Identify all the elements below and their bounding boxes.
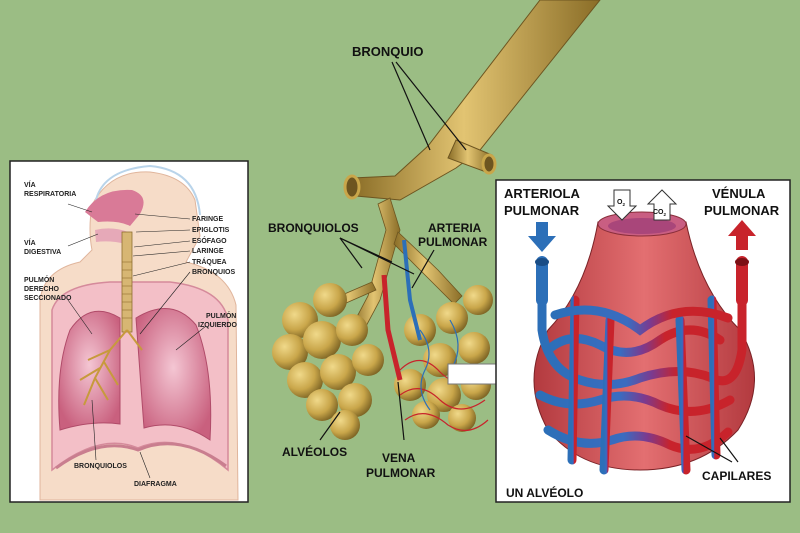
label-arteriola-2: PULMONAR bbox=[504, 203, 580, 218]
arrow-down-blue bbox=[528, 222, 556, 252]
label-via-digestiva-2: DIGESTIVA bbox=[24, 249, 61, 256]
main-bronchus bbox=[351, 0, 601, 201]
label-arteria-1: ARTERIA bbox=[428, 221, 482, 235]
label-vena-2: PULMONAR bbox=[366, 466, 436, 480]
bronchial-tree bbox=[79, 329, 143, 406]
label-pulmon-izquierdo-2: IZQUIERDO bbox=[198, 322, 237, 329]
airway-cavity bbox=[85, 189, 144, 226]
label-un-alveolo: UN ALVÉOLO bbox=[506, 485, 583, 500]
capillary-network bbox=[535, 275, 747, 475]
diaphragm bbox=[55, 442, 227, 470]
venule-opening bbox=[735, 258, 749, 266]
o2-label: O2 bbox=[617, 199, 625, 207]
torso-leaders bbox=[67, 203, 207, 479]
torso-panel: VÍA RESPIRATORIA VÍA DIGESTIVA FARINGE E… bbox=[9, 160, 249, 503]
bronchial-tree-panel: BRONQUIO BRONQUIOLOS ARTERIA PULMONAR AL… bbox=[268, 0, 601, 480]
label-vena-1: VENA bbox=[382, 451, 416, 465]
label-venula-1: VÉNULA bbox=[712, 186, 766, 201]
label-arteriola-1: ARTERIOLA bbox=[504, 186, 580, 201]
label-capilares: CAPILARES bbox=[702, 469, 771, 483]
label-bronquiolos-tree: BRONQUIOLOS bbox=[268, 221, 359, 235]
pulmonary-vein-vessel bbox=[381, 274, 403, 381]
arrow-up-red bbox=[728, 220, 756, 250]
pulmonary-artery-vessel bbox=[402, 239, 422, 341]
label-via-digestiva-1: VÍA bbox=[24, 238, 36, 247]
label-pulmon-derecho-3: SECCIONADO bbox=[24, 295, 72, 302]
label-arteria-2: PULMONAR bbox=[418, 235, 488, 249]
label-pulmon-derecho-2: DERECHO bbox=[24, 286, 60, 293]
trachea bbox=[121, 231, 133, 333]
trachea-rings bbox=[122, 261, 132, 319]
label-bronquios: BRONQUIOS bbox=[192, 269, 236, 276]
co2-label: CO2 bbox=[653, 209, 667, 217]
o2-arrow bbox=[606, 189, 638, 221]
label-bronquiolos-torso: BRONQUIOLOS bbox=[74, 463, 127, 470]
right-lung bbox=[58, 310, 121, 431]
mouth-cavity bbox=[95, 228, 128, 244]
label-faringe: FARINGE bbox=[192, 216, 223, 223]
label-pulmon-derecho-1: PULMÓN bbox=[24, 275, 54, 284]
label-epiglotis: EPIGLOTIS bbox=[192, 227, 230, 234]
capillary-mesh-small bbox=[399, 319, 489, 431]
alveoli-cluster-right bbox=[394, 285, 493, 432]
co2-arrow bbox=[646, 189, 678, 221]
label-alveolos: ALVÉOLOS bbox=[282, 444, 347, 459]
label-venula-2: PULMONAR bbox=[704, 203, 780, 218]
label-laringe: LARINGE bbox=[192, 248, 224, 255]
alveolus-panel: O2 CO2 ARTERIOLA PULMONAR VÉNULA PULMONA… bbox=[495, 179, 791, 503]
label-bronquio: BRONQUIO bbox=[352, 44, 424, 59]
alveoli-cluster-left bbox=[272, 283, 384, 440]
capilares-leaders bbox=[685, 435, 739, 463]
label-via-respiratoria-1: VÍA bbox=[24, 180, 36, 189]
arteriole-opening bbox=[535, 258, 549, 266]
alveolus-opening-inner bbox=[608, 218, 676, 234]
bronchus-opening-right bbox=[481, 153, 497, 175]
bronchus-opening-left bbox=[343, 174, 361, 200]
left-lung bbox=[135, 308, 212, 441]
label-via-respiratoria-2: RESPIRATORIA bbox=[24, 191, 76, 198]
label-diafragma: DIAFRAGMA bbox=[134, 481, 177, 488]
label-pulmon-izquierdo-1: PULMÓN bbox=[206, 311, 236, 320]
label-traquea: TRÁQUEA bbox=[192, 257, 227, 266]
tree-leaders bbox=[319, 61, 467, 441]
label-esofago: ESÓFAGO bbox=[192, 236, 227, 245]
head-outline bbox=[94, 164, 201, 216]
